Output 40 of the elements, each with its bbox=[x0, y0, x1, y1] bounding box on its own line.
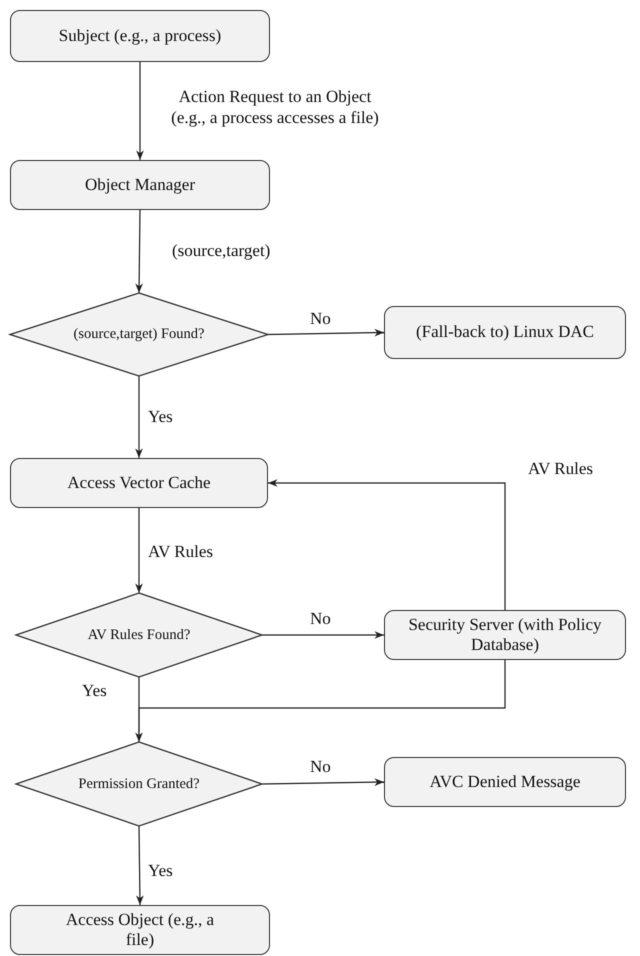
node-text: AV Rules Found? bbox=[88, 626, 190, 644]
process-box bbox=[10, 160, 270, 210]
node-text: Subject (e.g., a process) bbox=[58, 26, 222, 46]
arrow bbox=[268, 328, 384, 336]
process-box bbox=[10, 905, 270, 955]
process-box bbox=[10, 458, 268, 508]
arrow bbox=[262, 631, 384, 639]
process-box bbox=[10, 10, 270, 62]
edge-label: Yes bbox=[148, 406, 173, 428]
process-box bbox=[384, 610, 626, 660]
arrow bbox=[135, 210, 143, 293]
arrow bbox=[136, 62, 144, 160]
process-box bbox=[384, 306, 626, 359]
node-text: Security Server (with Policy Database) bbox=[407, 614, 603, 656]
edge-label: No bbox=[310, 608, 331, 630]
arrow bbox=[135, 660, 506, 742]
node-text: Access Object (e.g., a file) bbox=[64, 910, 216, 950]
edge-label: No bbox=[310, 308, 331, 330]
edge-label: No bbox=[310, 756, 331, 778]
decision-diamond bbox=[16, 742, 262, 826]
edge-label: AV Rules bbox=[528, 458, 594, 480]
edge-label: Action Request to an Object (e.g., a process accesses a file) bbox=[170, 86, 380, 128]
node-text: (source,target) Found? bbox=[74, 326, 204, 343]
decision-diamond bbox=[16, 593, 262, 677]
arrow bbox=[135, 376, 143, 458]
process-box bbox=[384, 757, 626, 807]
edge-label: Yes bbox=[148, 860, 173, 882]
node-text: Access Vector Cache bbox=[67, 472, 211, 494]
edge-label: AV Rules bbox=[148, 541, 214, 562]
node-text: Object Manager bbox=[85, 174, 195, 196]
decision-diamond bbox=[10, 293, 268, 376]
edge-label: Yes bbox=[82, 680, 107, 702]
node-text: AVC Denied Message bbox=[430, 772, 580, 792]
node-text: (Fall-back to) Linux DAC bbox=[416, 322, 594, 343]
arrow bbox=[268, 479, 506, 610]
arrow bbox=[136, 826, 144, 905]
arrow bbox=[262, 778, 384, 786]
node-text: Permission Granted? bbox=[78, 776, 200, 792]
edge-label: (source,target) bbox=[172, 240, 270, 262]
arrow bbox=[135, 508, 143, 593]
